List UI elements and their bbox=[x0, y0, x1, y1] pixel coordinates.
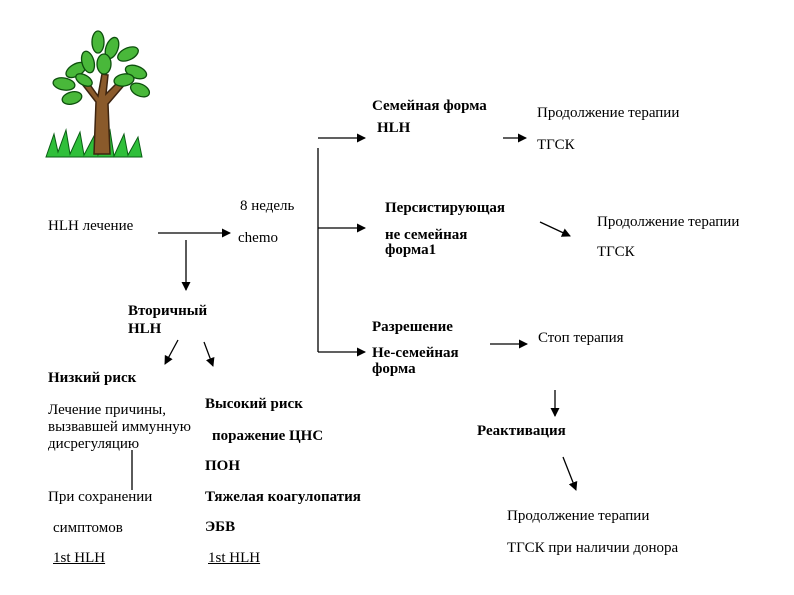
secondary-hlh-line1: Вторичный bbox=[128, 303, 208, 319]
persistent-line2: не семейная bbox=[385, 227, 468, 243]
low-risk-line1: Лечение причины, bbox=[48, 402, 167, 418]
chemo-label: chemo bbox=[238, 230, 278, 246]
high-risk-item-pon: ПОН bbox=[205, 458, 241, 474]
hlh-treatment-label: HLH лечение bbox=[48, 218, 134, 234]
high-risk-item-coagulopathy: Тяжелая коагулопатия bbox=[205, 489, 361, 505]
stop-therapy-label: Стоп терапия bbox=[538, 330, 624, 346]
low-risk-title: Низкий риск bbox=[48, 370, 137, 386]
resolution-line2: Не-семейная bbox=[372, 345, 459, 361]
chemo-weeks-label: 8 недель bbox=[240, 198, 295, 214]
family-form-line1: Семейная форма bbox=[372, 98, 487, 114]
persistent-line1: Персистирующая bbox=[385, 200, 506, 216]
low-risk-treatment: 1st HLH bbox=[53, 550, 106, 566]
persistent-line3: форма1 bbox=[385, 242, 437, 258]
family-outcome-line1: Продолжение терапии bbox=[537, 105, 680, 121]
resolution-line3: форма bbox=[372, 361, 416, 377]
high-risk-title: Высокий риск bbox=[205, 396, 303, 412]
low-risk-line4: При сохранении bbox=[48, 489, 153, 505]
high-risk-item-cns: поражение ЦНС bbox=[212, 428, 324, 444]
persistent-outcome-line1: Продолжение терапии bbox=[597, 214, 740, 230]
reactivation-label: Реактивация bbox=[477, 423, 566, 439]
arrow-reactivation-to-final bbox=[562, 456, 578, 491]
low-risk-line2: вызвавшей иммунную bbox=[48, 419, 191, 435]
family-outcome-line2: ТГСК bbox=[537, 137, 575, 153]
tree-icon bbox=[45, 30, 151, 158]
high-risk-item-ebv: ЭБВ bbox=[205, 519, 236, 535]
resolution-line1: Разрешение bbox=[372, 319, 453, 335]
final-outcome-line2: ТГСК при наличии донора bbox=[507, 540, 679, 556]
low-risk-line3: дисрегуляцию bbox=[48, 436, 140, 452]
high-risk-treatment: 1st HLH bbox=[208, 550, 261, 566]
low-risk-line5: симптомов bbox=[53, 520, 123, 536]
secondary-hlh-line2: HLH bbox=[128, 321, 162, 337]
arrow-secondary-to-low bbox=[164, 339, 179, 365]
arrow-persistent-outcome bbox=[539, 221, 571, 237]
final-outcome-line1: Продолжение терапии bbox=[507, 508, 650, 524]
family-form-line2: HLH bbox=[377, 120, 411, 136]
arrow-secondary-to-high bbox=[203, 341, 215, 367]
persistent-outcome-line2: ТГСК bbox=[597, 244, 635, 260]
